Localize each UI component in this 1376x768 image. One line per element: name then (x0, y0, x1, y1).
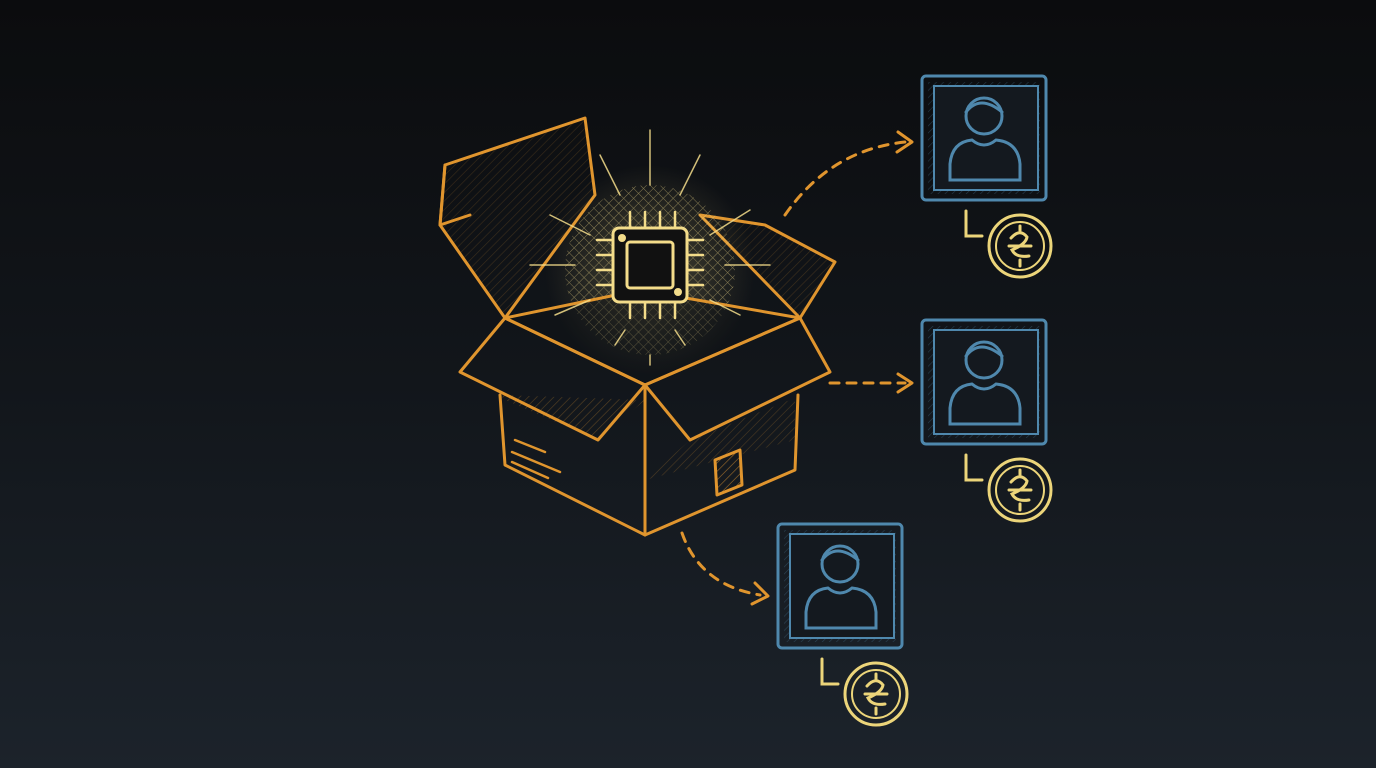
connector-icon (820, 657, 840, 686)
arrowhead-icon (750, 581, 770, 606)
recipient (776, 522, 909, 727)
coin-icon (843, 661, 909, 727)
dashed-arrow-icon (680, 140, 907, 597)
user-avatar-icon (920, 74, 1048, 202)
open-box-icon (438, 116, 837, 537)
connector-icon (964, 453, 984, 482)
user-avatar-icon (776, 522, 904, 650)
connector-icon (964, 209, 984, 238)
chip-icon (529, 129, 771, 366)
coin-icon (987, 457, 1053, 523)
recipient (920, 318, 1053, 523)
recipient (920, 74, 1053, 279)
coin-icon (987, 213, 1053, 279)
arrowhead-icon (895, 130, 914, 154)
arrowhead-icon (896, 372, 914, 394)
user-avatar-icon (920, 318, 1048, 446)
